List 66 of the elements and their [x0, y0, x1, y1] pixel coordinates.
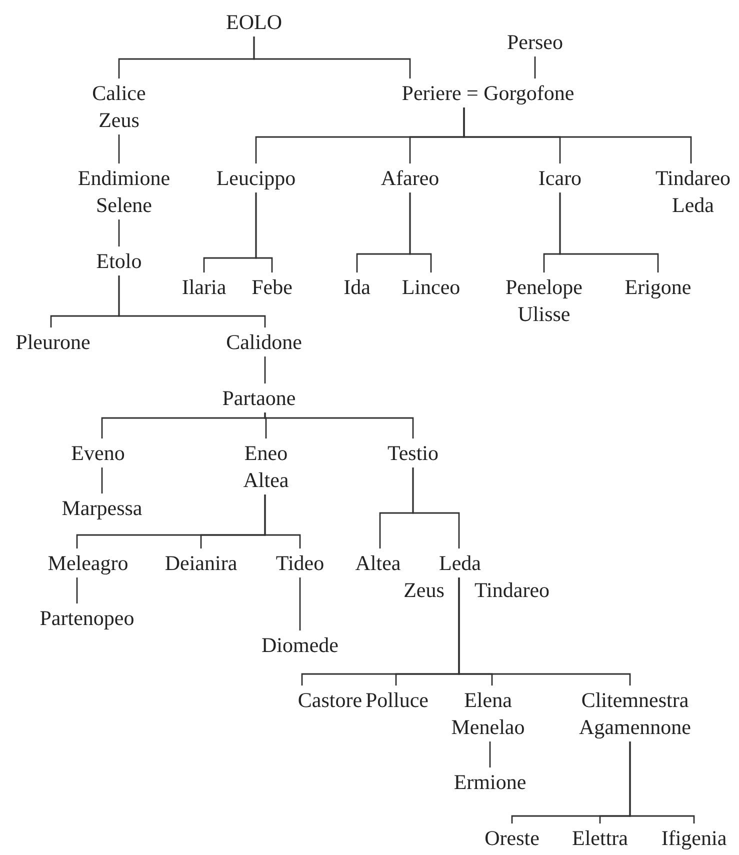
person-name: Linceo	[402, 274, 460, 300]
person-name: Agamennone	[579, 714, 691, 740]
person-name: Periere = Gorgofone	[402, 80, 574, 106]
person-name: Partaone	[222, 384, 296, 412]
connector-line	[412, 468, 460, 548]
person-name: Diomede	[262, 632, 338, 658]
person-name: Ifigenia	[661, 824, 727, 852]
person-name: Eneo	[243, 440, 289, 466]
person-name: EOLO	[226, 8, 282, 36]
person-name: Ida	[344, 274, 370, 300]
person-name: Icaro	[538, 164, 582, 192]
person-name: Ulisse	[516, 300, 572, 328]
person-name: Eveno	[71, 440, 125, 466]
person-name: Calice	[92, 80, 146, 106]
connector-line	[299, 578, 301, 630]
connector-line	[253, 36, 411, 78]
connector-line	[629, 742, 695, 824]
person-name: Zeus	[404, 576, 444, 604]
person-name: Calidone	[226, 328, 302, 356]
person-name: Testio	[387, 440, 439, 466]
person-name: Penelope	[506, 274, 582, 300]
person-name: Tideo	[276, 550, 324, 576]
person-name: Elena	[463, 686, 513, 714]
connector-line	[118, 276, 266, 328]
person-name: Selene	[95, 192, 153, 218]
connector-line	[264, 494, 301, 548]
person-name: Clitemnestra	[580, 686, 690, 714]
person-name: Partenopeo	[40, 604, 134, 632]
person-name: Pleurone	[16, 328, 90, 356]
person-name: Leda	[439, 550, 481, 576]
connector-line	[559, 192, 659, 272]
connector-line	[458, 578, 631, 686]
person-name: Afareo	[380, 164, 440, 192]
person-name: Menelao	[451, 714, 525, 740]
person-name: Ilaria	[182, 274, 226, 300]
connector-line	[409, 192, 432, 272]
person-name: Castore	[298, 686, 362, 714]
person-name: Marpessa	[62, 494, 142, 522]
person-name: Deianira	[164, 550, 238, 576]
person-name: Tindareo	[474, 576, 550, 604]
person-name: Erigone	[624, 274, 692, 300]
connector-line	[255, 192, 273, 272]
connector-line	[118, 220, 120, 246]
person-name: Polluce	[366, 686, 428, 714]
person-name: Elettra	[572, 824, 628, 852]
connector-line	[264, 356, 266, 384]
connector-line	[101, 468, 103, 494]
connector-line	[264, 412, 414, 438]
connector-line	[463, 108, 692, 164]
person-name: Tindareo	[655, 164, 731, 192]
connector-line	[118, 134, 120, 164]
person-name: Etolo	[96, 248, 142, 274]
person-name: Oreste	[484, 824, 540, 852]
connector-line	[489, 742, 491, 768]
connector-line	[76, 578, 78, 604]
person-name: Endimione	[78, 164, 170, 192]
person-name: Febe	[252, 274, 292, 300]
person-name: Perseo	[507, 28, 563, 56]
person-name: Altea	[243, 466, 289, 494]
person-name: Zeus	[98, 106, 140, 134]
person-name: Leucippo	[216, 164, 296, 192]
person-name: Leda	[671, 192, 715, 218]
connector-line	[534, 56, 536, 78]
person-name: Altea	[355, 550, 401, 576]
person-name: Meleagro	[48, 550, 128, 576]
person-name: Ermione	[454, 768, 526, 796]
